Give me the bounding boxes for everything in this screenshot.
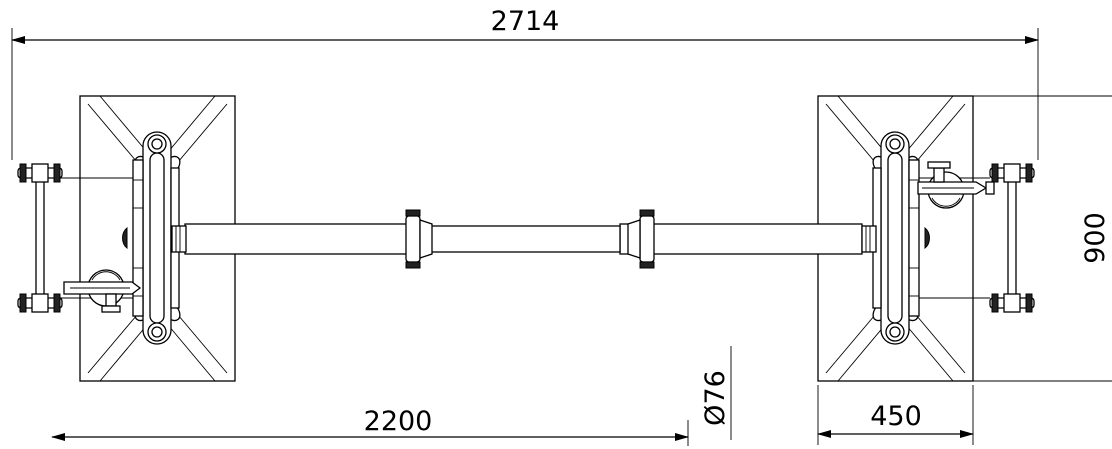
tube bbox=[171, 209, 877, 269]
left-vacuum-gauge bbox=[63, 269, 142, 313]
dim-pad-width: 450 bbox=[817, 385, 974, 445]
dim-overall-length: 2714 bbox=[11, 6, 1039, 160]
overall-length-label: 2714 bbox=[491, 6, 560, 37]
right-wheel-set bbox=[989, 163, 1035, 313]
dim-pad-length: 900 bbox=[973, 95, 1112, 382]
axle-spacing-label: 2200 bbox=[364, 406, 433, 437]
tube-diameter-label: 76 bbox=[700, 370, 731, 404]
pad-length-label: 900 bbox=[1080, 212, 1111, 264]
dim-axle-spacing: 2200 bbox=[51, 406, 689, 446]
left-wheel-set bbox=[17, 163, 63, 313]
dim-tube-diameter: Ø76 bbox=[700, 346, 732, 440]
right-vacuum-gauge bbox=[917, 161, 995, 209]
pad-width-label: 450 bbox=[870, 401, 922, 432]
diameter-symbol: Ø bbox=[700, 405, 731, 426]
svg-text:Ø76: Ø76 bbox=[700, 370, 731, 426]
